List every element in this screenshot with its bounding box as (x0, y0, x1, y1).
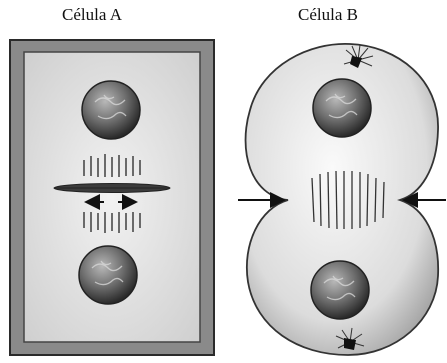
cell-a-top-nucleus (82, 81, 140, 139)
cell-a (10, 40, 214, 355)
cell-b-bottom-nucleus (311, 261, 369, 319)
cell-a-bottom-nucleus (79, 246, 137, 304)
cell-b-top-nucleus (313, 79, 371, 137)
cell-b (238, 44, 446, 355)
